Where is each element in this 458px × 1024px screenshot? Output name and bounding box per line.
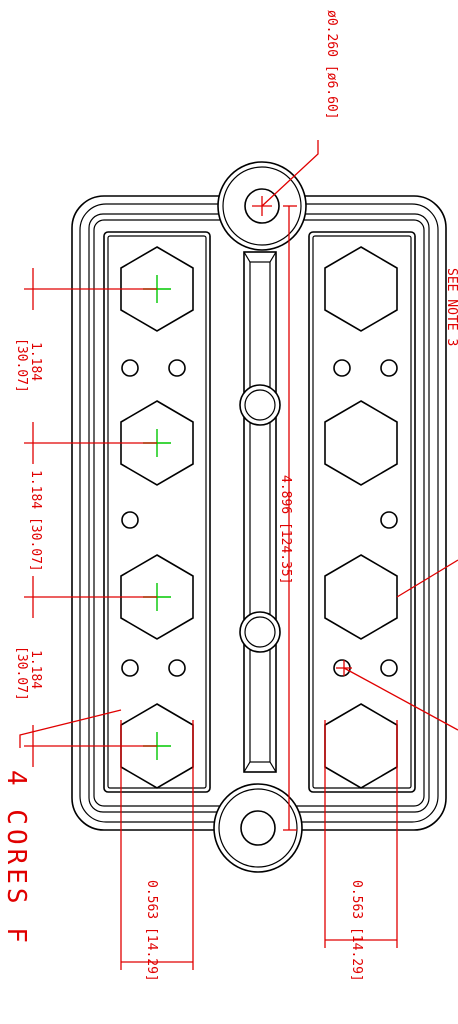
left-terminal-pocket (103, 231, 211, 793)
left-hex-terminals (120, 246, 194, 789)
center-rib (239, 251, 281, 773)
pitch-2-label: 1.184 [30.07] (28, 470, 43, 572)
center-span-label: 4.896 [124.35] (278, 475, 293, 585)
note-right-label: SEE NOTE 3 (444, 268, 458, 346)
hex-width-left-label: 0.563 [14.29] (144, 880, 159, 982)
right-hex-terminals (324, 246, 398, 789)
cores-note: 4 CORES F (1, 770, 31, 947)
dimension-lines (19, 140, 458, 970)
pitch-1-label-a: 1.184 (28, 342, 43, 381)
hex-width-right-label: 0.563 [14.29] (349, 880, 364, 982)
pitch-3-label-a: 1.184 (28, 650, 43, 689)
cores-note-label: 4 CORES F (1, 770, 31, 947)
pitch-1-label-b: [30.07] (14, 338, 29, 393)
dimension-texts: ø0.260 [ø6.60] 4.896 [124.35] 1.184 [30.… (14, 10, 458, 982)
mounting-ear-bottom (213, 783, 303, 873)
hole-dia-label: ø0.260 [ø6.60] (324, 10, 339, 120)
small-holes (121, 359, 398, 677)
pitch-3-label-b: [30.07] (14, 646, 29, 701)
right-terminal-pocket (308, 231, 416, 793)
center-marks (143, 275, 171, 760)
